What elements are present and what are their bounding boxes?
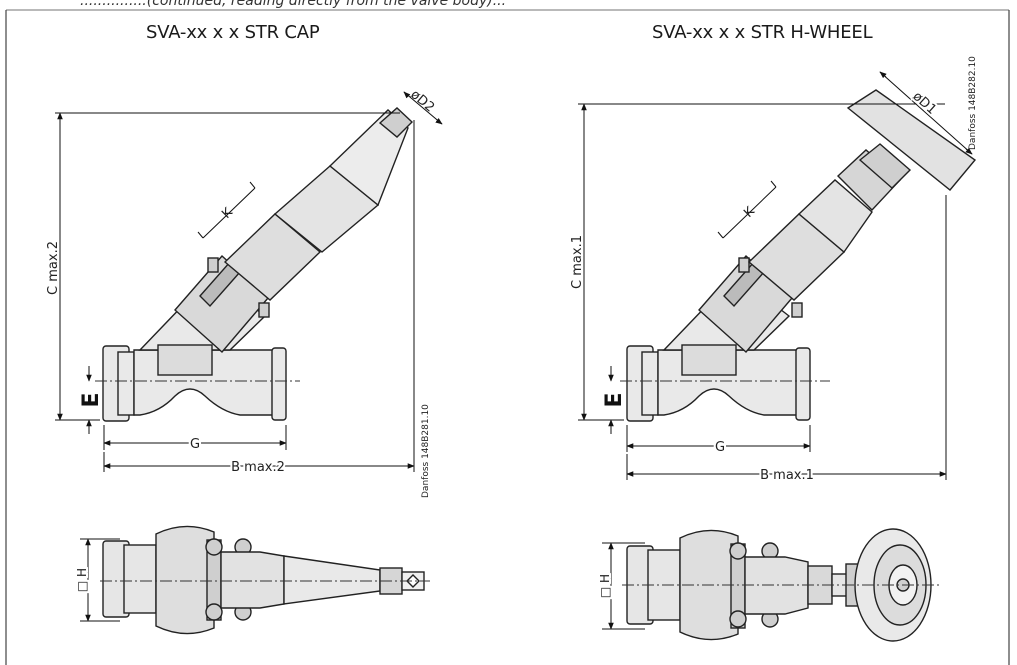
left-h-label: □ H xyxy=(75,568,89,592)
left-e-label: E xyxy=(79,392,104,407)
panel-title-hwheel: SVA-xx x x STR H-WHEEL xyxy=(652,22,873,43)
right-ref-label: Danfoss 148B282.10 xyxy=(968,56,978,150)
left-valve-elevation xyxy=(102,107,414,422)
left-c-label: C max.2 xyxy=(46,241,61,295)
left-g-label: G xyxy=(190,437,200,452)
right-e-label: E xyxy=(602,392,627,407)
left-valve-plan xyxy=(102,525,425,635)
right-h-dimension xyxy=(602,542,645,630)
left-dimensions xyxy=(55,91,443,472)
right-g-label: G xyxy=(715,440,725,455)
right-valve-elevation xyxy=(626,89,977,422)
left-ref-label: Danfoss 148B281.10 xyxy=(421,404,431,498)
right-h-label: □ H xyxy=(598,574,612,598)
left-d-label: øD2 xyxy=(407,87,437,115)
right-dimensions xyxy=(578,71,973,480)
right-d-label: øD1 xyxy=(910,89,940,118)
right-c-label: C max.1 xyxy=(570,235,585,289)
left-h-dimension xyxy=(80,538,120,622)
panel-title-cap: SVA-xx x x STR CAP xyxy=(146,22,320,43)
top-caption-fragment: ...............(continued, reading direc… xyxy=(80,0,507,9)
right-b-label: B max.1 xyxy=(760,468,814,483)
left-b-label: B max.2 xyxy=(231,460,285,475)
